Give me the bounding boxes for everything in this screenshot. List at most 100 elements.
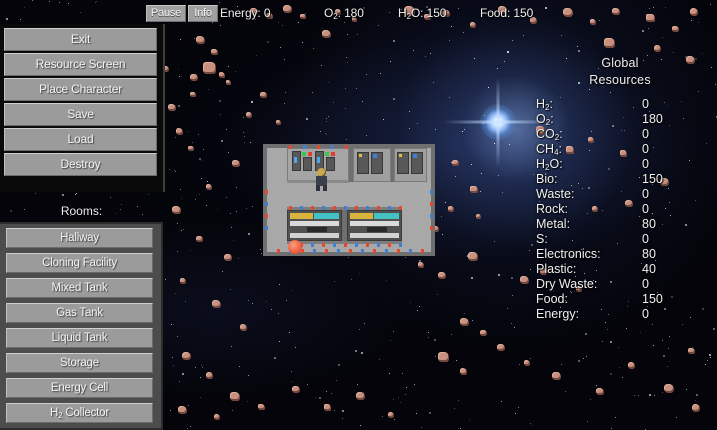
asteroid [418,262,424,268]
resources-title-line2: Resources [530,72,710,89]
resource-label-plastic: Plastic: [536,262,576,277]
asteroid [438,272,446,279]
hull-port-light [399,243,402,247]
resource-row: Metal:80 [530,217,710,232]
resources-title-line1: Global [530,55,710,72]
asteroid [246,112,252,118]
sidebar-button-load[interactable]: Load [4,128,157,151]
hull-port-light [331,145,334,149]
resource-label-h: H2O: [536,157,563,173]
room-button-hallway[interactable]: Hallway [6,228,153,248]
asteroid [596,388,604,395]
room-button-energy-cell[interactable]: Energy Cell [6,378,153,398]
info-button[interactable]: Info [188,5,218,22]
resources-list: H2:0O2:180CO2:0CH4:0H2O:0Bio:150Waste:0R… [530,97,710,322]
hull-port-light [277,249,280,253]
hull-port-light [289,145,292,149]
rack-band-white-r [350,221,399,226]
hull-port-light [325,249,328,253]
asteroid [654,45,661,52]
resource-label-o: O2: [536,112,554,128]
hull-port-light [265,190,268,194]
room-button-mixed-tank[interactable]: Mixed Tank [6,278,153,298]
sidebar-button-exit[interactable]: Exit [4,28,157,51]
resource-label-food: Food: [536,292,568,307]
rack-band-cyan-l [314,213,339,219]
resource-row: S:0 [530,232,710,247]
asteroid [520,276,529,284]
resource-row: CH4:0 [530,142,710,157]
hud-h2o-label: H [398,6,407,20]
asteroid [196,36,205,44]
hull-port-light [366,206,369,210]
sidebar-main-panel: ExitResource ScreenPlace CharacterSaveLo… [0,24,165,192]
resource-value-rock: 0 [642,202,649,217]
resource-row: Dry Waste: 0 [530,277,710,292]
resource-row: H2O:0 [530,157,710,172]
hud-o2-label: O [324,6,333,20]
hull-port-light [355,243,358,247]
resource-value-dry-waste: 0 [642,277,649,292]
resource-row: Energy:0 [530,307,710,322]
asteroid [324,404,331,411]
hud-food-value: 150 [513,6,533,20]
character-leg-left [316,185,320,191]
asteroid [232,160,240,167]
resource-row: H2:0 [530,97,710,112]
rooms-panel: HallwayCloning FacilityMixed TankGas Tan… [0,222,163,430]
hud-o2-sub: 2 [333,12,337,21]
hull-port-light [337,249,340,253]
asteroid [230,392,240,401]
led-red-2 [331,152,335,156]
hull-port-light [361,249,364,253]
asteroid [214,414,220,420]
asteroid [224,254,232,261]
resource-value-food: 150 [642,292,663,307]
resource-label-waste: Waste: [536,187,574,202]
character-sprite[interactable] [315,168,328,191]
rack-band-cyan-r [374,213,399,219]
asteroid [196,236,203,242]
resource-value-bio: 150 [642,172,663,187]
asteroid [468,252,478,261]
asteroid [178,406,187,414]
asteroid [176,128,183,135]
asteroid [356,392,365,400]
resource-label-dry-waste: Dry Waste: [536,277,597,292]
alert-marker[interactable] [288,240,302,254]
hull-port-light [377,243,380,247]
pause-button[interactable]: Pause [146,5,186,22]
room-button-cloning-facility[interactable]: Cloning Facility [6,253,153,273]
asteroid [438,352,449,362]
hull-port-light [430,190,433,194]
room-button-h-collector[interactable]: H2 Collector [6,403,153,423]
room-button-gas-tank[interactable]: Gas Tank [6,303,153,323]
asteroid [688,348,695,354]
asteroid [452,160,459,166]
hud-h2o-colon: : [420,6,423,20]
hull-port-light [349,249,352,253]
asteroid [212,300,221,308]
asteroid [322,30,331,38]
sidebar-button-resource-screen[interactable]: Resource Screen [4,53,157,76]
asteroid [497,344,505,351]
sidebar-button-place-character[interactable]: Place Character [4,78,157,101]
asteroid [692,404,700,412]
lab-console-2[interactable] [303,157,312,171]
resources-title: Global Resources [530,55,710,89]
room-button-liquid-tank[interactable]: Liquid Tank [6,328,153,348]
spaceship[interactable] [263,144,435,256]
hull-port-light [344,206,347,210]
hud-energy-stat: Energy: 0 [220,6,270,20]
hull-port-light [366,243,369,247]
character-leg-right [323,185,327,191]
asteroid [206,372,213,379]
sidebar-button-destroy[interactable]: Destroy [4,153,157,176]
resource-label-h: H2: [536,97,553,113]
room-button-storage[interactable]: Storage [6,353,153,373]
resource-value-metal: 80 [642,217,656,232]
hull-port-light [300,206,303,210]
sidebar-button-save[interactable]: Save [4,103,157,126]
hull-port-light [313,249,316,253]
